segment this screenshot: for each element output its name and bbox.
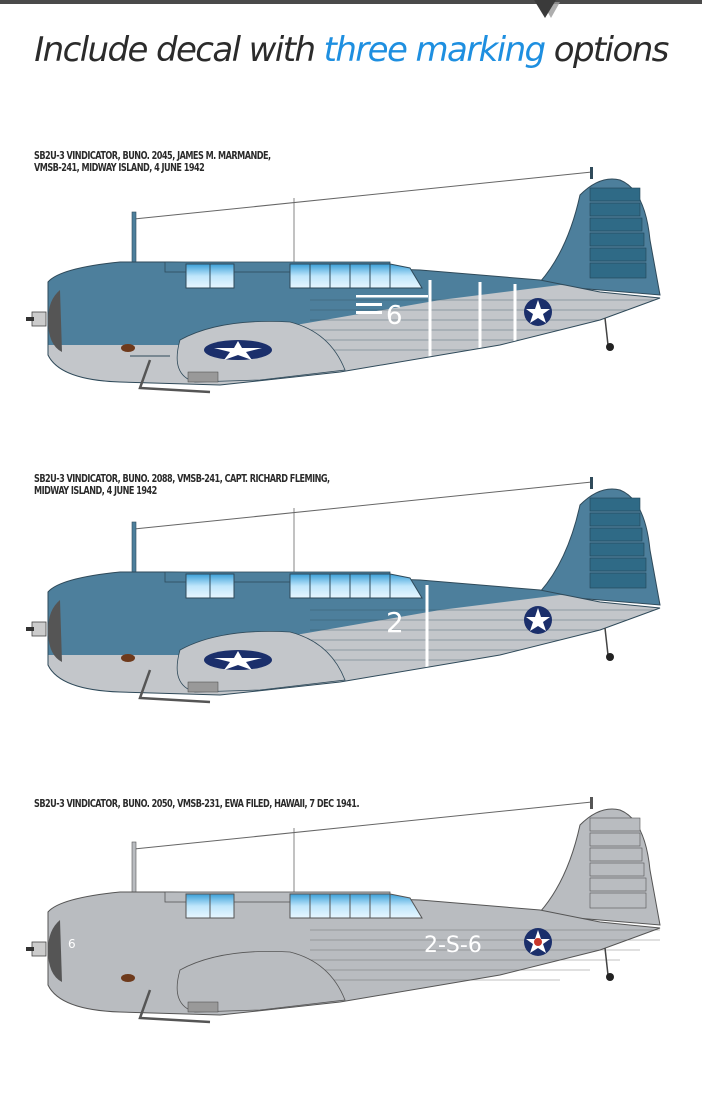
option-1-caption-line2: VMSB-241, MIDWAY ISLAND, 4 JUNE 1942 <box>34 162 205 174</box>
aircraft-profile-option-2: 2 <box>26 477 661 704</box>
title-suffix: options <box>544 30 670 70</box>
fuselage-number-2: 2 <box>386 606 404 639</box>
fuselage-code-2-s-6: 2-S-6 <box>424 933 482 958</box>
title-accent: three marking <box>323 30 547 70</box>
option-2-caption-line1: SB2U-3 VINDICATOR, BUNO. 2088, VMSB-241,… <box>34 473 330 485</box>
aircraft-profile-option-1: 6 <box>26 167 661 394</box>
cowl-number-6: 6 <box>68 937 76 951</box>
option-1-caption-line1: SB2U-3 VINDICATOR, BUNO. 2045, JAMES M. … <box>34 150 271 162</box>
top-divider-bar <box>0 0 702 4</box>
option-2-caption: SB2U-3 VINDICATOR, BUNO. 2088, VMSB-241,… <box>34 473 330 497</box>
option-3-caption-line1: SB2U-3 VINDICATOR, BUNO. 2050, VMSB-231,… <box>34 798 360 810</box>
page-title: Include decal with three marking options <box>0 30 702 70</box>
title-prefix: Include decal with <box>34 30 324 70</box>
aircraft-profile-option-3: 2-S-6 6 <box>26 797 661 1024</box>
fuselage-number-6: 6 <box>386 301 403 331</box>
down-arrow-icon <box>534 0 556 18</box>
option-2-caption-line2: MIDWAY ISLAND, 4 JUNE 1942 <box>34 485 157 497</box>
option-1-caption: SB2U-3 VINDICATOR, BUNO. 2045, JAMES M. … <box>34 150 271 174</box>
option-3-caption: SB2U-3 VINDICATOR, BUNO. 2050, VMSB-231,… <box>34 798 360 810</box>
